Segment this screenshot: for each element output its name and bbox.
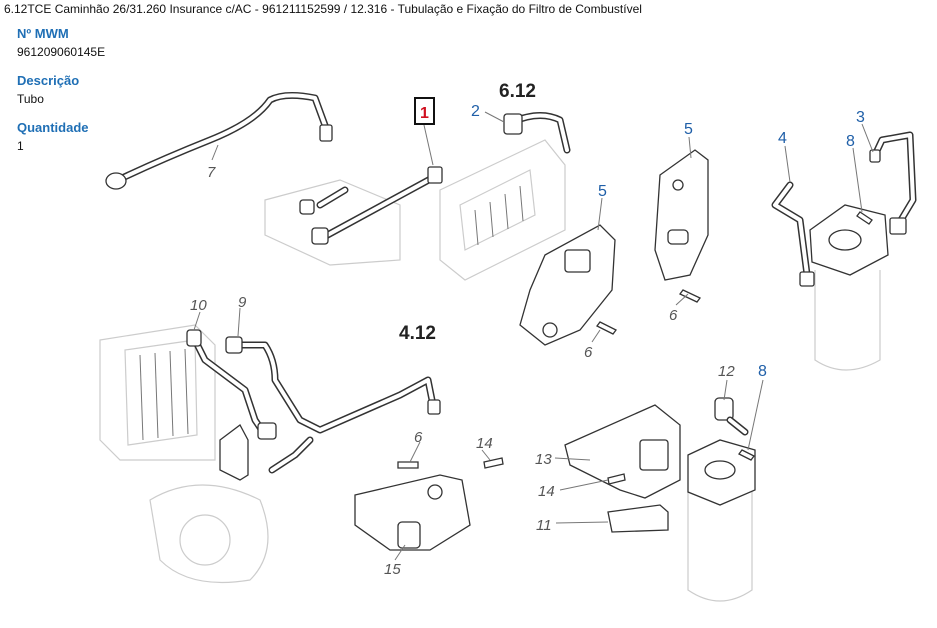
description-label: Descrição xyxy=(17,73,80,88)
callout-4[interactable]: 4 xyxy=(778,130,787,147)
callout-8-lower[interactable]: 8 xyxy=(758,363,767,380)
callout-13[interactable]: 13 xyxy=(535,451,552,468)
fuel-filter-upper xyxy=(771,131,917,371)
callout-7[interactable]: 7 xyxy=(207,164,216,181)
part-details-panel: Nº MWM 961209060145E Descrição Tubo Quan… xyxy=(17,26,187,167)
pipe-7-drawing xyxy=(105,91,333,190)
callout-3[interactable]: 3 xyxy=(856,109,865,126)
callout-10[interactable]: 10 xyxy=(190,297,207,314)
bracket-5-lower xyxy=(519,224,617,346)
mwm-group: Nº MWM 961209060145E xyxy=(17,26,187,59)
callout-6-right[interactable]: 6 xyxy=(669,307,678,324)
callout-14-lower[interactable]: 14 xyxy=(538,483,555,500)
bracket-15 xyxy=(354,457,504,551)
pipe-9-drawing xyxy=(225,336,441,434)
cover-plate-412 xyxy=(99,324,269,584)
description-group: Descrição Tubo xyxy=(17,73,187,106)
leader-lines xyxy=(193,111,874,561)
callout-14-upper[interactable]: 14 xyxy=(476,435,493,452)
callout-2[interactable]: 2 xyxy=(471,103,480,120)
callout-11[interactable]: 11 xyxy=(536,517,552,534)
fuel-filter-lower xyxy=(564,397,756,602)
quantity-label: Quantidade xyxy=(17,120,89,135)
mwm-label: Nº MWM xyxy=(17,26,69,41)
pipe-1-drawing xyxy=(264,166,443,266)
callout-6-lower[interactable]: 6 xyxy=(414,429,423,446)
pipe-10-drawing xyxy=(186,329,314,481)
callout-8-upper[interactable]: 8 xyxy=(846,133,855,150)
bracket-5-upper xyxy=(654,149,709,303)
callout-6-middle[interactable]: 6 xyxy=(584,344,593,361)
quantity-group: Quantidade 1 xyxy=(17,120,187,153)
section-label-612: 6.12 xyxy=(499,81,536,102)
mwm-value: 961209060145E xyxy=(17,45,106,59)
section-label-412: 4.12 xyxy=(399,323,436,344)
callout-15[interactable]: 15 xyxy=(384,561,401,578)
callout-1-label[interactable]: 1 xyxy=(420,105,429,122)
callout-1-selected[interactable]: 1 xyxy=(414,97,435,125)
quantity-value: 1 xyxy=(17,139,24,153)
callout-9[interactable]: 9 xyxy=(238,294,247,311)
description-value: Tubo xyxy=(17,92,44,106)
cover-plate-612 xyxy=(439,112,571,281)
page-title: 6.12TCE Caminhão 26/31.260 Insurance c/A… xyxy=(4,2,642,16)
callout-5-lower[interactable]: 5 xyxy=(598,183,607,200)
callout-12[interactable]: 12 xyxy=(718,363,735,380)
callout-5-upper[interactable]: 5 xyxy=(684,121,693,138)
